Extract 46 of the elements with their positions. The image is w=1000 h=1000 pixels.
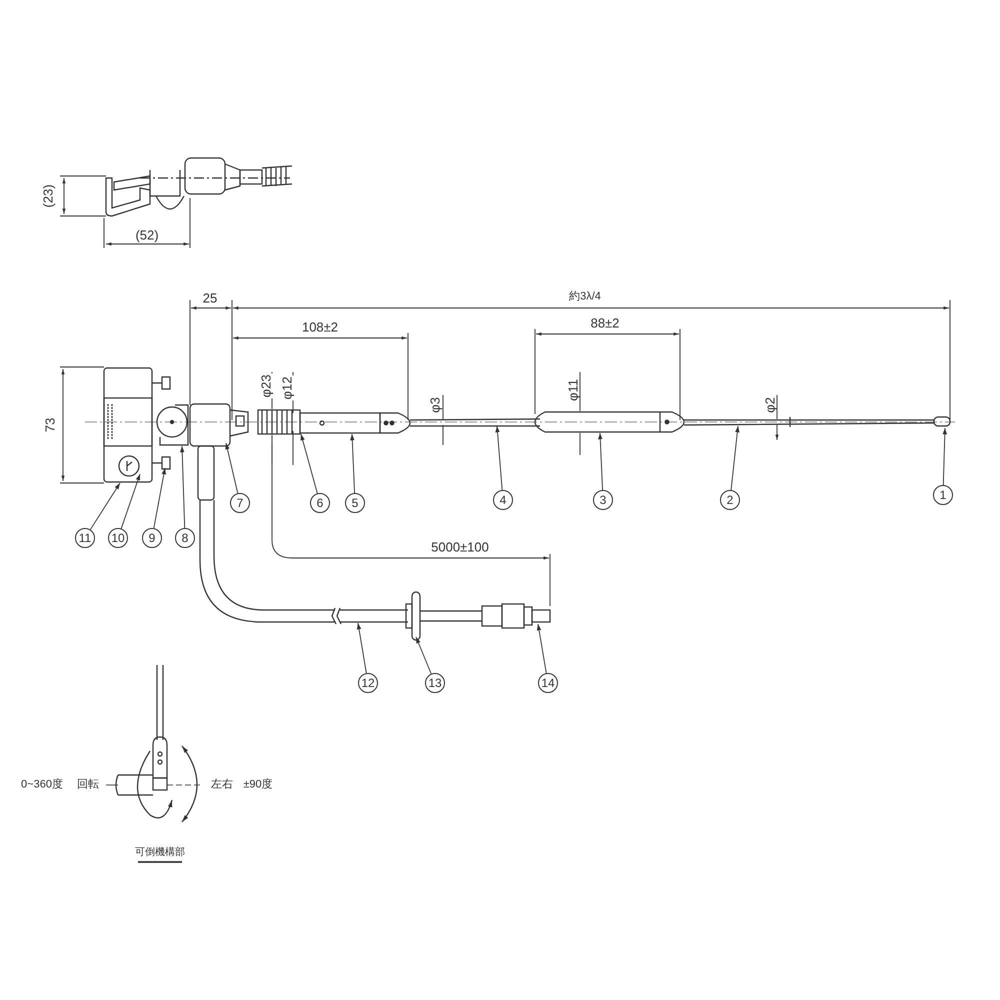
leader-line bbox=[180, 446, 186, 528]
callout-number: 2 bbox=[720, 490, 740, 510]
callout-number: 4 bbox=[493, 490, 513, 510]
callout-number: 7 bbox=[230, 493, 250, 513]
tilt-label: ±90度 bbox=[242, 780, 274, 790]
diameter-label: φ11 bbox=[566, 378, 580, 402]
dimension-label: 73 bbox=[44, 416, 56, 434]
tilt-label: 左右 bbox=[210, 780, 234, 790]
callout-number: 14 bbox=[538, 673, 558, 693]
drawing-caption: 可倒機構部 bbox=[134, 848, 186, 858]
callout-number: 10 bbox=[108, 528, 128, 548]
dimension-label: 25 bbox=[202, 292, 218, 304]
callout-number: 9 bbox=[142, 528, 162, 548]
rotation-label: 回転 bbox=[76, 780, 100, 790]
callout-number: 3 bbox=[593, 490, 613, 510]
dimension-label: 108±2 bbox=[300, 320, 340, 334]
callout-number: 6 bbox=[310, 493, 330, 513]
diameter-label: φ12 bbox=[280, 376, 294, 400]
dimension-label: (23) bbox=[42, 183, 54, 209]
callout-number: 1 bbox=[933, 485, 953, 505]
leader-line bbox=[300, 434, 318, 494]
leader-line bbox=[598, 432, 603, 490]
leader-line bbox=[225, 442, 238, 494]
leader-line bbox=[90, 482, 120, 530]
leader-line bbox=[356, 622, 367, 674]
dimension-label: (52) bbox=[134, 228, 160, 242]
dimension-label: 5000±100 bbox=[430, 540, 490, 554]
dimension-label: 約3λ/4 bbox=[568, 292, 602, 302]
leader-line bbox=[153, 468, 166, 529]
leader-line bbox=[495, 426, 503, 490]
rotation-label: 0~360度 bbox=[20, 780, 64, 790]
leader-line bbox=[730, 426, 740, 490]
leader-line bbox=[120, 474, 140, 529]
dimension-label: 88±2 bbox=[590, 316, 620, 330]
leader-line bbox=[416, 636, 432, 674]
leader-line bbox=[350, 434, 356, 494]
diameter-label: φ3 bbox=[428, 396, 442, 414]
leader-line bbox=[536, 624, 547, 674]
callout-number: 5 bbox=[345, 493, 365, 513]
leader-line bbox=[942, 428, 948, 486]
callout-number: 13 bbox=[425, 673, 445, 693]
diameter-label: φ23 bbox=[260, 374, 272, 398]
callout-number: 8 bbox=[175, 528, 195, 548]
diameter-label: φ2 bbox=[764, 396, 776, 414]
callout-number: 11 bbox=[75, 528, 95, 548]
callout-number: 12 bbox=[358, 673, 378, 693]
